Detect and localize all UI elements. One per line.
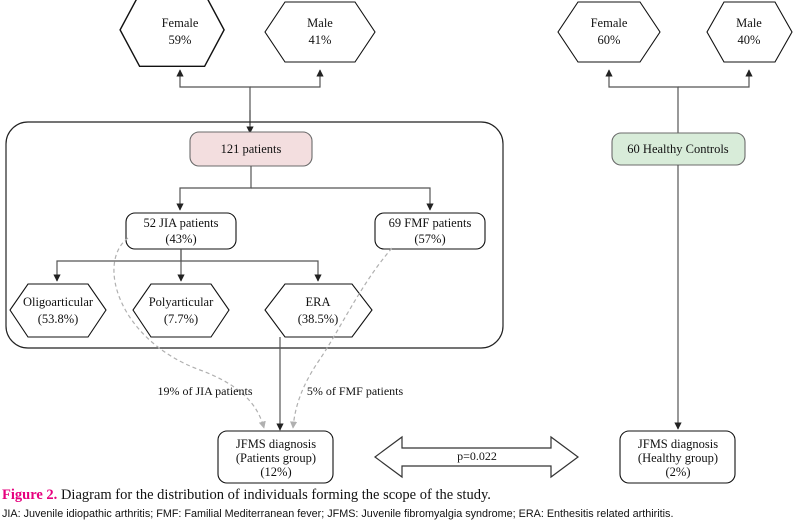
connector-root-to-jia bbox=[176, 166, 252, 211]
figure-abbreviations: JIA: Juvenile idiopathic arthritis; FMF:… bbox=[2, 508, 674, 521]
jia-label: 52 JIA patients bbox=[144, 216, 219, 230]
connector-root-to-fmf bbox=[251, 187, 434, 211]
node-jfms-controls-outcome: JFMS diagnosis (Healthy group) (2%) bbox=[619, 430, 736, 484]
polyarticular-value: (7.7%) bbox=[164, 312, 198, 326]
hexagon-controls-female: Female 60% bbox=[557, 1, 661, 63]
patients-root-label: 121 patients bbox=[221, 142, 282, 156]
jfms-controls-line2: (Healthy group) bbox=[638, 451, 718, 465]
edge-label-fmf-percent: 5% of FMF patients bbox=[307, 384, 404, 398]
fmf-label: 69 FMF patients bbox=[389, 216, 472, 230]
node-healthy-controls: 60 Healthy Controls bbox=[611, 132, 746, 166]
connector-controls-to-female bbox=[605, 69, 679, 133]
connector-jia-to-oligo bbox=[53, 249, 182, 282]
flowchart-diagram: Female 59% Male 41% 121 patients 52 JIA … bbox=[5, 0, 793, 484]
jfms-patients-line1: JFMS diagnosis bbox=[236, 437, 316, 451]
node-fmf-patients: 69 FMF patients (57%) bbox=[374, 212, 486, 250]
figure-number: Figure 2. bbox=[2, 487, 58, 503]
oligoarticular-value: (53.8%) bbox=[38, 312, 79, 326]
hexagon-polyarticular: Polyarticular (7.7%) bbox=[132, 283, 230, 338]
p-value-comparison-arrow: p=0.022 bbox=[373, 435, 580, 479]
edge-label-jia-percent: 19% of JIA patients bbox=[158, 384, 253, 398]
jfms-patients-line3: (12%) bbox=[260, 465, 291, 479]
controls-male-value: 40% bbox=[738, 33, 761, 47]
connector-jia-to-era bbox=[181, 260, 322, 282]
fmf-value: (57%) bbox=[414, 232, 445, 246]
hexagon-era: ERA (38.5%) bbox=[264, 283, 373, 338]
patients-male-value: 41% bbox=[309, 33, 332, 47]
p-value-label: p=0.022 bbox=[457, 449, 497, 463]
figure-caption: Figure 2. Diagram for the distribution o… bbox=[0, 486, 795, 504]
connector-patients-to-female bbox=[176, 69, 251, 125]
node-121-patients: 121 patients bbox=[189, 131, 313, 167]
patients-female-label: Female bbox=[162, 16, 199, 30]
era-value: (38.5%) bbox=[298, 312, 339, 326]
jfms-controls-line3: (2%) bbox=[666, 465, 691, 479]
hexagon-oligoarticular: Oligoarticular (53.8%) bbox=[9, 283, 107, 338]
figure-caption-text: Diagram for the distribution of individu… bbox=[60, 487, 491, 503]
patients-male-label: Male bbox=[307, 16, 333, 30]
patients-group-container bbox=[5, 121, 504, 349]
jfms-patients-line2: (Patients group) bbox=[236, 451, 316, 465]
jfms-controls-line1: JFMS diagnosis bbox=[638, 437, 718, 451]
hexagon-patients-female: Female 59% bbox=[119, 0, 225, 68]
patients-female-value: 59% bbox=[169, 33, 192, 47]
controls-female-value: 60% bbox=[598, 33, 621, 47]
polyarticular-label: Polyarticular bbox=[149, 295, 214, 309]
controls-root-label: 60 Healthy Controls bbox=[627, 142, 729, 156]
controls-female-label: Female bbox=[591, 16, 628, 30]
hexagon-patients-male: Male 41% bbox=[264, 1, 376, 63]
connector-dashed-jia-to-jfms bbox=[113, 237, 266, 429]
connector-patients-to-male bbox=[250, 69, 324, 88]
connector-controls-to-male bbox=[678, 69, 753, 88]
connector-dashed-fmf-to-jfms bbox=[290, 247, 393, 429]
hexagon-controls-male: Male 40% bbox=[706, 1, 793, 63]
controls-male-label: Male bbox=[736, 16, 762, 30]
caption-block: Figure 2. Diagram for the distribution o… bbox=[0, 486, 795, 521]
node-jfms-patients-outcome: JFMS diagnosis (Patients group) (12%) bbox=[217, 430, 334, 484]
era-label: ERA bbox=[306, 295, 331, 309]
oligoarticular-label: Oligoarticular bbox=[23, 295, 94, 309]
node-jia-patients: 52 JIA patients (43%) bbox=[125, 212, 237, 250]
jia-value: (43%) bbox=[165, 232, 196, 246]
